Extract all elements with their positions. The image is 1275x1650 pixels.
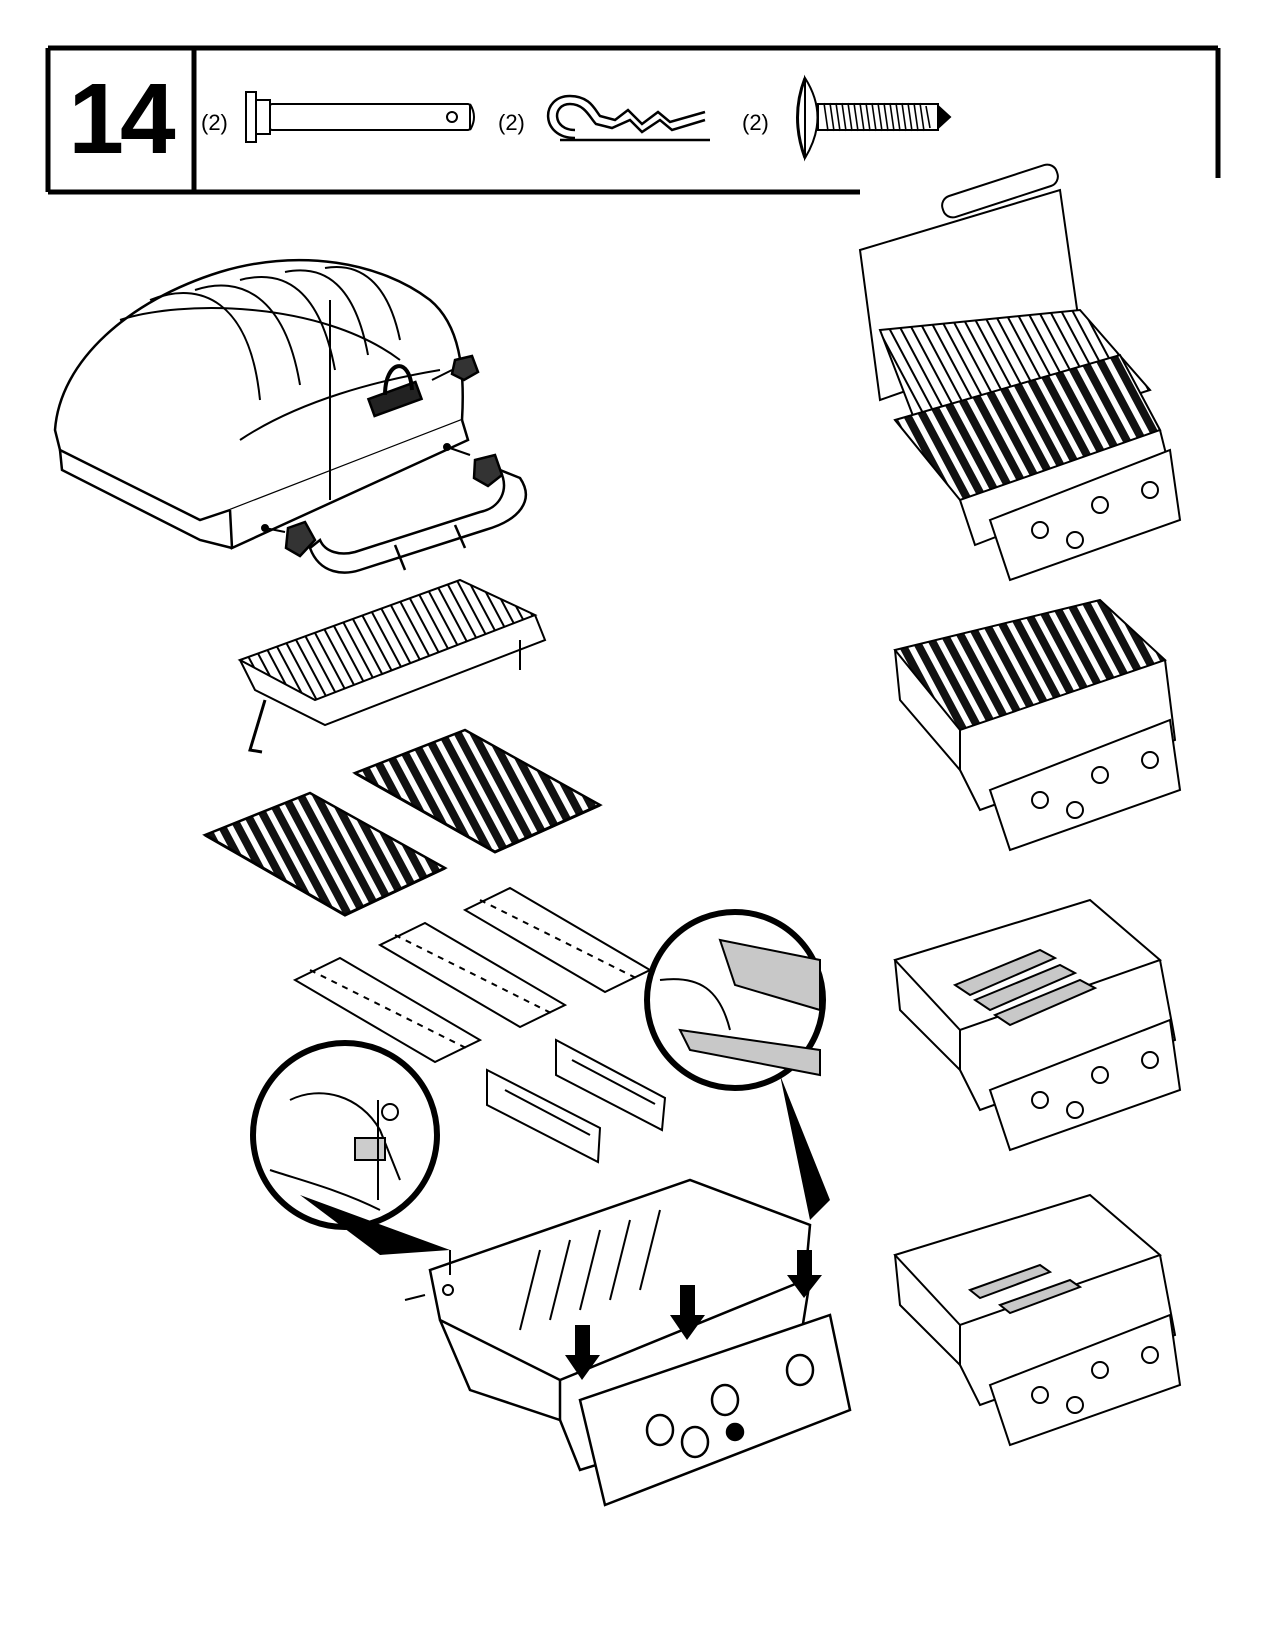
cotter-pin-icon	[546, 94, 710, 142]
warming-rack	[237, 578, 547, 754]
view-step-grates	[893, 598, 1182, 852]
handle-screws	[261, 369, 471, 533]
lid-handle	[284, 354, 527, 574]
view-step-lid-open	[858, 163, 1182, 582]
clevis-pin-icon	[245, 91, 475, 143]
flame-tamers	[292, 886, 653, 1064]
view-step-deflectors	[893, 1193, 1182, 1447]
clevis-pin-qty: (2)	[201, 110, 228, 135]
detail-circle-ledge	[644, 909, 830, 1220]
pin-fastener	[404, 1250, 454, 1301]
screw-icon	[796, 74, 952, 162]
cooking-grate-right	[352, 728, 603, 854]
grill-lid	[53, 258, 470, 550]
cooking-grate-left	[202, 791, 448, 917]
insert-arrows	[565, 1250, 822, 1380]
screw-qty: (2)	[742, 110, 769, 135]
firebox	[428, 1178, 852, 1507]
view-step-flame-tamers	[893, 898, 1182, 1152]
heat-deflectors	[486, 1038, 667, 1164]
step-number: 14	[68, 62, 175, 175]
detail-circle-cotter	[250, 1040, 450, 1255]
cotter-pin-qty: (2)	[498, 110, 525, 135]
